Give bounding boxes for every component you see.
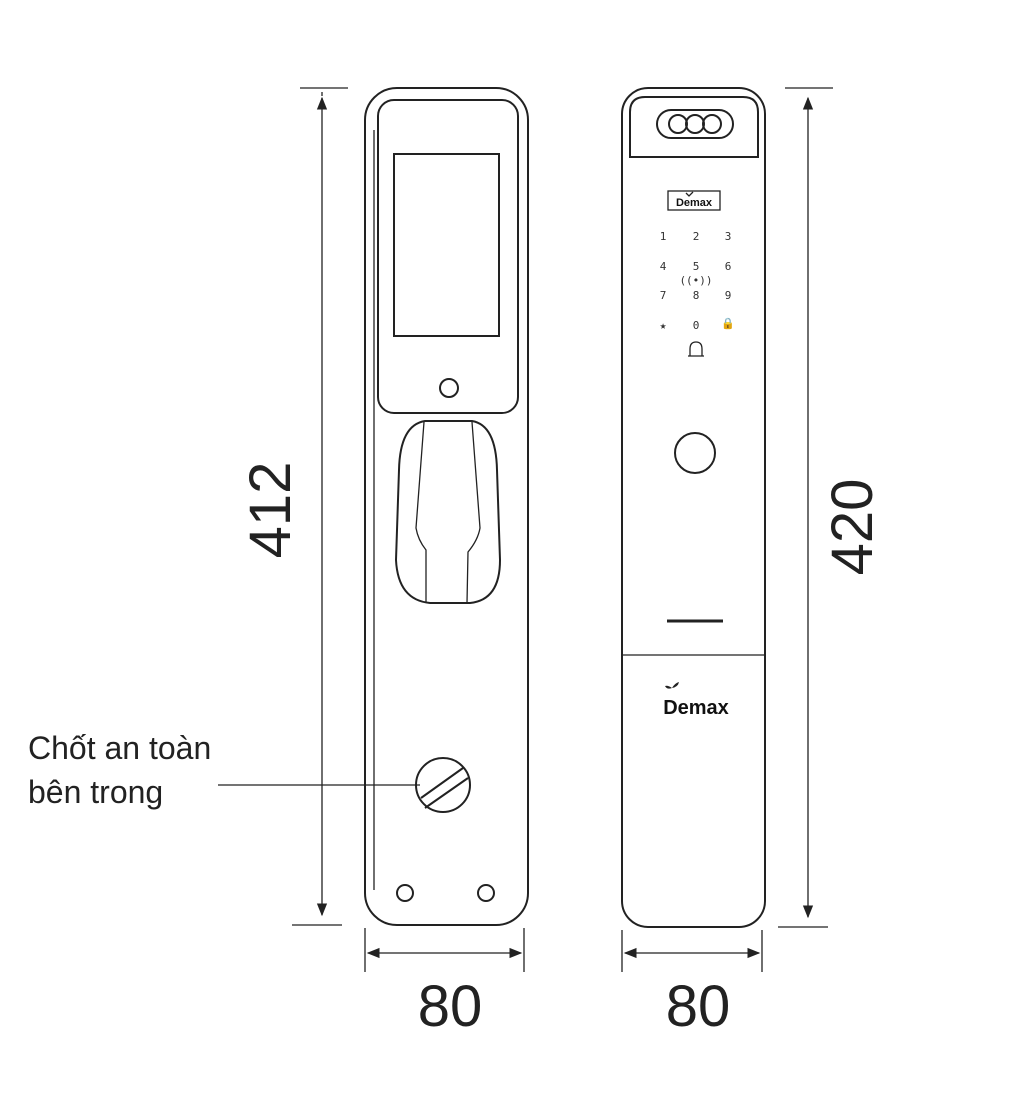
callout-line1: Chốt an toàn (28, 730, 211, 766)
key-6: 6 (725, 260, 732, 273)
left-width-dimension: 80 (364, 928, 525, 1039)
key-2: 2 (693, 230, 700, 243)
inner-screen (393, 153, 500, 337)
camera-lens-icon (685, 114, 705, 134)
left-height-label: 412 (238, 462, 303, 559)
camera-module (629, 96, 759, 158)
screw-hole (396, 884, 414, 902)
key-star: ★ (660, 319, 667, 332)
inner-button-icon (439, 378, 459, 398)
right-height-label: 420 (820, 479, 885, 576)
right-height-dimension: 420 (778, 87, 885, 928)
inner-display-panel (377, 99, 519, 414)
right-width-label: 80 (666, 974, 731, 1039)
left-height-dimension: 412 (238, 87, 348, 926)
fingerprint-sensor (674, 432, 716, 474)
key-8: 8 (693, 289, 700, 302)
lock-key-icon: 🔒 (721, 317, 735, 330)
safety-latch-callout: Chốt an toàn bên trong (28, 730, 420, 810)
camera-lens-icon (668, 114, 688, 134)
small-logo-box (667, 190, 721, 211)
large-logo: Demax (663, 697, 729, 719)
key-3: 3 (725, 230, 732, 243)
key-5: 5 (693, 260, 700, 273)
keypad: 1 2 3 4 5 6 ((•)) 7 8 9 ★ 0 🔒 (660, 230, 735, 357)
key-9: 9 (725, 289, 732, 302)
key-4: 4 (660, 260, 667, 273)
key-0: 0 (693, 319, 700, 332)
left-width-label: 80 (418, 974, 483, 1039)
small-logo: Demax (676, 197, 713, 209)
screw-hole (477, 884, 495, 902)
key-1: 1 (660, 230, 667, 243)
safety-latch-knob (415, 757, 471, 813)
handle (394, 420, 502, 604)
key-7: 7 (660, 289, 667, 302)
nfc-icon: ((•)) (679, 274, 712, 287)
inner-lock-body (364, 87, 529, 926)
camera-pill (656, 109, 734, 139)
outer-lock-body: Demax 1 2 3 4 5 6 ((•)) 7 8 9 ★ 0 🔒 Dema… (621, 87, 766, 928)
callout-line2: bên trong (28, 774, 163, 810)
bell-icon (688, 341, 704, 357)
right-width-dimension: 80 (621, 930, 763, 1039)
camera-lens-icon (702, 114, 722, 134)
